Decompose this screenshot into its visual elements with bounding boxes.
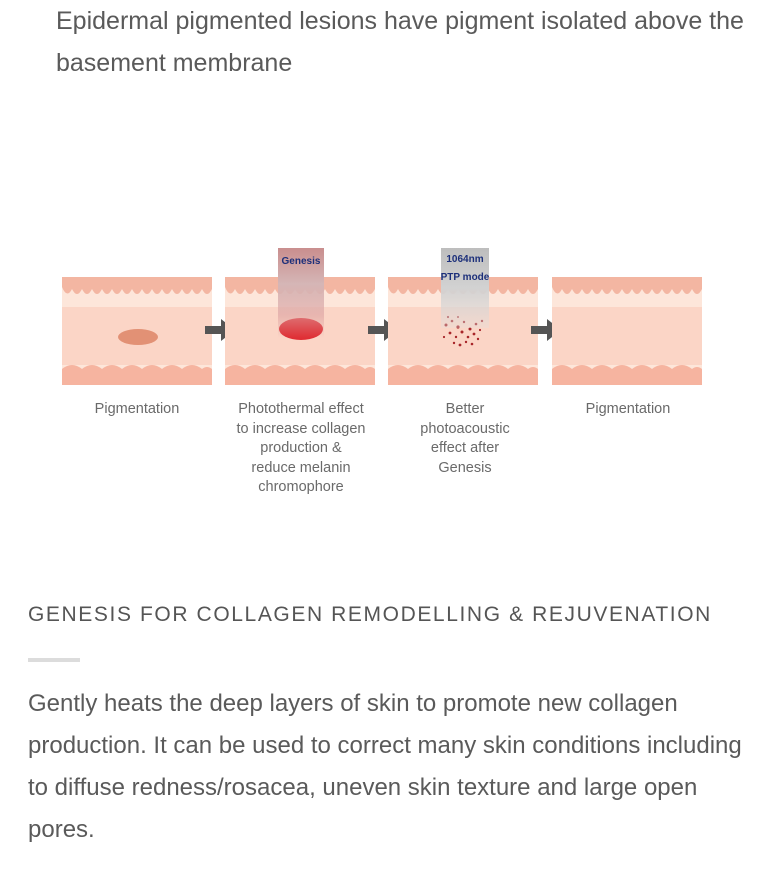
skin-panel-pigmentation [62, 277, 212, 385]
caption-stage-4: Pigmentation [585, 401, 671, 417]
laser-beam [278, 248, 324, 338]
laser-label-wavelength: 1064nm [446, 254, 484, 265]
section-body: Gently heats the deep layers of skin to … [28, 690, 742, 843]
skin-panel-clear [552, 277, 702, 385]
section-title: GENESIS FOR COLLAGEN REMODELLING & REJUV… [28, 603, 712, 626]
laser-label-mode: PTP mode [440, 272, 490, 283]
caption-stage-3: Better photoacoustic effect after Genesi… [420, 401, 510, 476]
laser-label-genesis: Genesis [281, 256, 321, 267]
caption-stage-2: Photothermal effect to increase collagen… [236, 401, 366, 495]
caption-stage-1: Pigmentation [94, 401, 180, 417]
treatment-diagram: Genesis 1064nm PTP mode [60, 245, 708, 505]
intro-text: Epidermal pigmented lesions have pigment… [56, 7, 744, 77]
section-divider [28, 658, 80, 662]
laser-beam [441, 248, 489, 328]
